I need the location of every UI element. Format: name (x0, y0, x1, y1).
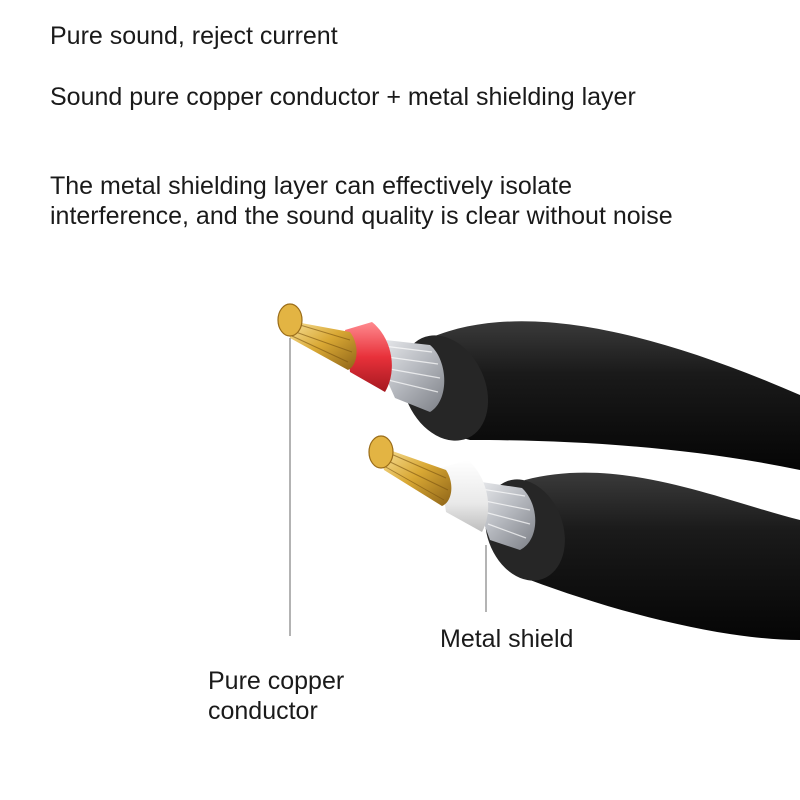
upper-cable (277, 303, 800, 470)
headline: Pure sound, reject current (50, 22, 338, 50)
upper-cable-jacket (419, 321, 800, 470)
copper-conductor-label: Pure copper conductor (208, 667, 345, 725)
lower-copper-tip (368, 435, 394, 469)
white-insulation (440, 460, 489, 532)
lower-cable (368, 435, 800, 640)
metal-shield-label: Metal shield (440, 625, 574, 653)
description: The metal shielding layer can effectivel… (50, 172, 673, 230)
lower-cable-jacket (497, 472, 800, 640)
subheadline: Sound pure copper conductor + metal shie… (50, 83, 636, 111)
upper-copper-tip (277, 303, 303, 337)
red-insulation (345, 322, 392, 392)
lower-shield-strands (474, 487, 531, 539)
lower-copper-strands (378, 446, 452, 506)
